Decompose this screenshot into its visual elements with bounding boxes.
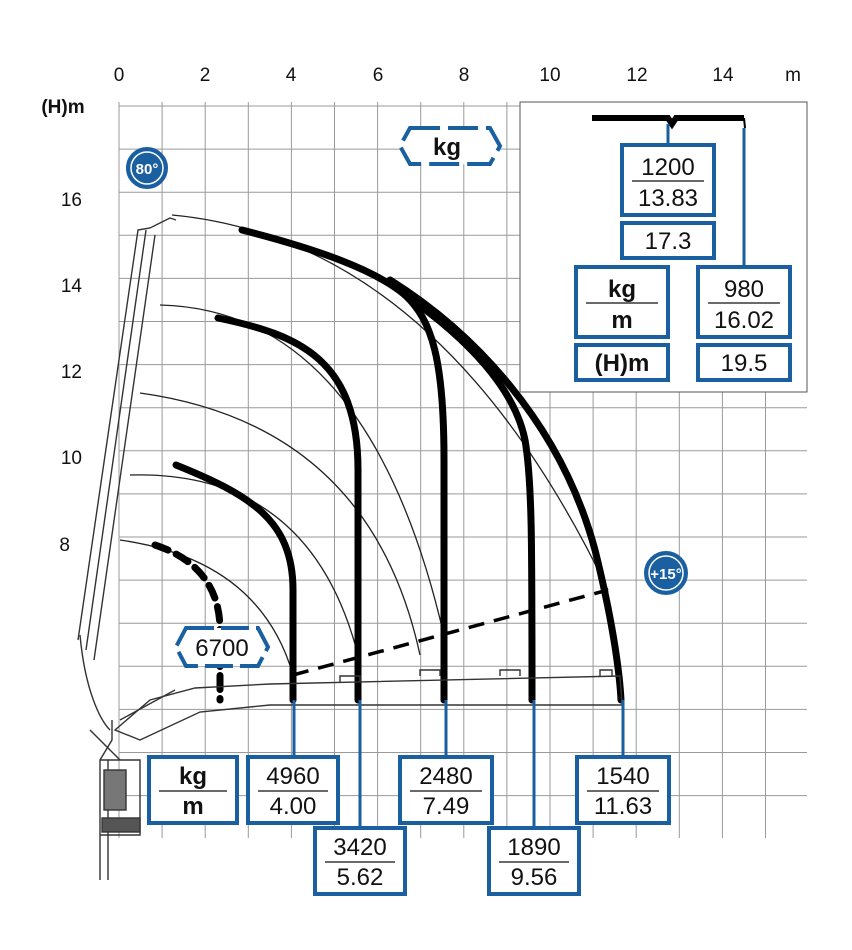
- x-tick-label: 4: [286, 65, 297, 86]
- load-m: 5.62: [337, 864, 384, 891]
- y-tick-label: 12: [61, 362, 82, 383]
- inset-unit-m: m: [611, 307, 632, 334]
- load-m: 4.00: [270, 793, 317, 820]
- reach-arc: [139, 392, 421, 656]
- load-curve-1540: [386, 276, 625, 704]
- load-box-1540: 1540 11.63: [575, 755, 671, 825]
- x-tick-label: 2: [200, 65, 211, 86]
- load-box-4960: 4960 4.00: [246, 755, 340, 825]
- jib-load-kg: 1200: [641, 154, 694, 181]
- y-tick-label: 10: [61, 448, 82, 469]
- inset-height-unit: (H)m: [595, 350, 650, 377]
- x-tick-label: 8: [459, 65, 470, 86]
- jib-load-box-2: [696, 265, 792, 339]
- reach-arc: [129, 474, 359, 656]
- leader-lines: [292, 700, 625, 828]
- load-kg: 1890: [507, 834, 560, 861]
- reach-arc: [159, 304, 446, 641]
- load-curve-3420: [214, 314, 362, 704]
- inset-unit-box: [574, 265, 670, 339]
- load-box-1890: 1890 9.56: [487, 826, 581, 896]
- jib-load-kg: 980: [724, 276, 764, 303]
- x-axis-unit: m: [785, 65, 801, 86]
- load-kg: 2480: [419, 763, 472, 790]
- angle-80-label: 80°: [136, 161, 159, 178]
- load-curve-1890: [401, 291, 536, 704]
- load-curves: [151, 226, 625, 704]
- load-m: 7.49: [423, 793, 470, 820]
- load-m: 9.56: [511, 864, 558, 891]
- load-kg: 4960: [266, 763, 319, 790]
- load-m: 11.63: [594, 793, 652, 820]
- x-tick-label: 10: [539, 65, 560, 86]
- jib-height-box-1: [620, 221, 716, 260]
- y-tick-label: 8: [59, 535, 70, 556]
- angle-80-badge: 80°: [126, 147, 168, 189]
- inset-unit-kg: kg: [608, 276, 636, 303]
- load-curve-6700: [151, 541, 224, 704]
- inset-height-unit-box: [574, 343, 670, 382]
- y-axis-unit: (H)m: [41, 97, 84, 118]
- jib-load-m: 13.83: [638, 185, 698, 212]
- kg-hex-label: kg: [433, 134, 461, 161]
- jib-load-box-1: [620, 143, 716, 217]
- x-tick-label: 12: [626, 65, 647, 86]
- jib-inset-panel: 1200 13.83 17.3 kg m (H)m 980 16.02 19.5: [519, 101, 808, 393]
- x-tick-label: 6: [373, 65, 384, 86]
- jib-load-m: 16.02: [714, 307, 774, 334]
- y-axis: (H)m 8 10 12 14 16: [41, 97, 84, 556]
- load-curve-4960: [172, 461, 297, 704]
- angle-15-label: +15°: [650, 566, 681, 583]
- load-kg: 3420: [333, 834, 386, 861]
- legend-kg: kg: [179, 763, 207, 790]
- y-tick-label: 16: [61, 190, 82, 211]
- unit-legend-box: kg m: [147, 755, 239, 825]
- x-tick-label: 14: [712, 65, 734, 86]
- x-tick-label: 0: [114, 65, 125, 86]
- legend-m: m: [182, 793, 203, 820]
- load-box-3420: 3420 5.62: [313, 826, 407, 896]
- jib-height-box-2: [696, 343, 792, 382]
- max-load-badge: 6700: [173, 626, 271, 668]
- jib-height: 17.3: [645, 228, 692, 255]
- jib-height: 19.5: [721, 350, 768, 377]
- load-box-2480: 2480 7.49: [398, 755, 494, 825]
- load-kg: 1540: [596, 763, 649, 790]
- y-tick-label: 14: [61, 276, 83, 297]
- crane-silhouette: [77, 217, 623, 880]
- max-load-value: 6700: [195, 635, 248, 662]
- angle-15-badge: +15°: [644, 551, 688, 595]
- kg-hex-badge: kg: [397, 126, 503, 166]
- x-axis: 0 2 4 6 8 10 12 14 m: [114, 65, 801, 86]
- min-angle-line: [292, 588, 609, 677]
